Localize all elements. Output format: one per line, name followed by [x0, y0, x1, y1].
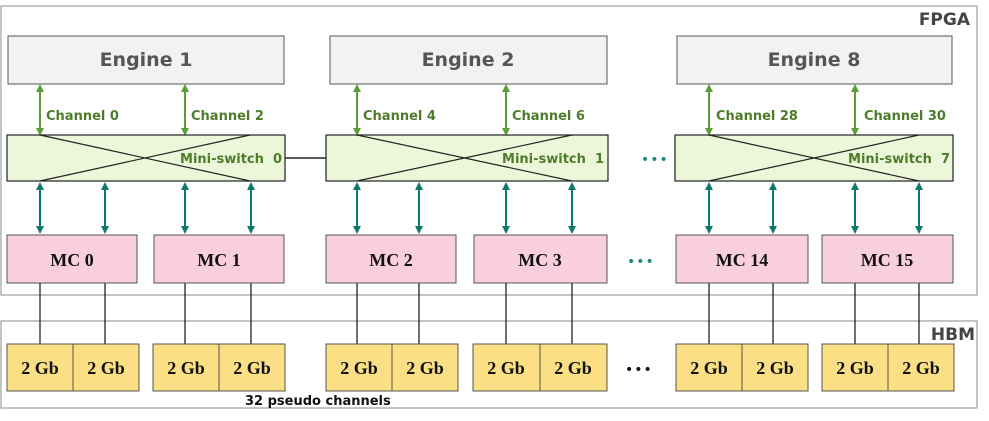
engine-2: Engine 2: [329, 35, 608, 85]
switch-ellipsis: •••: [641, 152, 669, 168]
mini-switch-0: Mini-switch 0: [6, 134, 286, 182]
channel-label: Channel 30: [864, 109, 946, 124]
hbm-ellipsis: •••: [625, 362, 653, 378]
mc-ellipsis: •••: [627, 254, 655, 270]
mc-label: MC 15: [861, 250, 914, 270]
hbm-cell: [152, 343, 220, 392]
mc-15: MC 15: [821, 234, 954, 284]
channel-label: Channel 4: [363, 109, 436, 124]
switch-label: Mini-switch 1: [502, 152, 604, 167]
hbm-pair-15: 2 Gb 2 Gb: [821, 343, 955, 392]
hbm-cell-label: 2 Gb: [487, 358, 525, 378]
hbm-cell: [741, 343, 809, 392]
hbm-cell-label: 2 Gb: [340, 358, 378, 378]
hbm-cell: [539, 343, 608, 392]
switch-label: Mini-switch 0: [180, 152, 282, 167]
hbm-cell-label: 2 Gb: [690, 358, 728, 378]
hbm-cell-label: 2 Gb: [554, 358, 592, 378]
hbm-cell-label: 2 Gb: [167, 358, 205, 378]
mc-label: MC 2: [369, 250, 413, 270]
pseudo-channels-caption: 32 pseudo channels: [245, 394, 391, 409]
hbm-cell: [6, 343, 74, 392]
mc-1: MC 1: [153, 234, 285, 284]
mc-label: MC 1: [197, 250, 241, 270]
fpga-region: [0, 5, 978, 296]
hbm-cells: 2 Gb 2 Gb 2 Gb 2 Gb 2 Gb 2 Gb 2 Gb 2 Gb …: [6, 343, 955, 392]
channel-arrows: [36, 84, 859, 136]
channel-label: Channel 0: [46, 109, 119, 124]
engine-label: Engine 2: [422, 49, 515, 71]
fpga-label: FPGA: [919, 10, 971, 30]
mc-2: MC 2: [325, 234, 457, 284]
mc-arrows: [36, 182, 923, 234]
hbm-region: [0, 320, 978, 409]
engine-1: Engine 1: [7, 35, 285, 85]
hbm-cell: [325, 343, 393, 392]
hbm-cell: [218, 343, 286, 392]
hbm-pair-14: 2 Gb 2 Gb: [675, 343, 809, 392]
engine-label: Engine 8: [768, 49, 861, 71]
hbm-pair-2: 2 Gb 2 Gb: [325, 343, 459, 392]
channel-label: Channel 28: [716, 109, 798, 124]
hbm-cell-label: 2 Gb: [21, 358, 59, 378]
hbm-links: [39, 283, 920, 344]
engine-8: Engine 8: [676, 35, 953, 85]
hbm-cell-label: 2 Gb: [836, 358, 874, 378]
hbm-cell-label: 2 Gb: [902, 358, 940, 378]
mc-label: MC 14: [716, 250, 769, 270]
hbm-cell: [887, 343, 955, 392]
hbm-cell: [472, 343, 541, 392]
hbm-cell-label: 2 Gb: [406, 358, 444, 378]
channel-label: Channel 2: [191, 109, 264, 124]
hbm-cell-label: 2 Gb: [756, 358, 794, 378]
switch-label: Mini-switch 7: [848, 152, 950, 167]
mc-label: MC 3: [518, 250, 562, 270]
mc-label: MC 0: [50, 250, 94, 270]
hbm-label: HBM: [931, 325, 975, 345]
memory-controllers: MC 0 MC 1 MC 2 MC 3 MC 14 MC 15: [6, 234, 954, 284]
hbm-cell-label: 2 Gb: [233, 358, 271, 378]
hbm-cell: [72, 343, 140, 392]
channel-label: Channel 6: [512, 109, 585, 124]
hbm-cell: [675, 343, 743, 392]
mini-switch-1: Mini-switch 1: [325, 134, 609, 182]
engine-label: Engine 1: [100, 49, 193, 71]
mc-0: MC 0: [6, 234, 138, 284]
hbm-pair-0: 2 Gb 2 Gb: [6, 343, 140, 392]
hbm-pair-1: 2 Gb 2 Gb: [152, 343, 286, 392]
mc-14: MC 14: [675, 234, 809, 284]
mc-3: MC 3: [473, 234, 608, 284]
mini-switch-7: Mini-switch 7: [674, 134, 954, 182]
hbm-pair-3: 2 Gb 2 Gb: [472, 343, 608, 392]
hbm-cell-label: 2 Gb: [87, 358, 125, 378]
hbm-cell: [391, 343, 459, 392]
